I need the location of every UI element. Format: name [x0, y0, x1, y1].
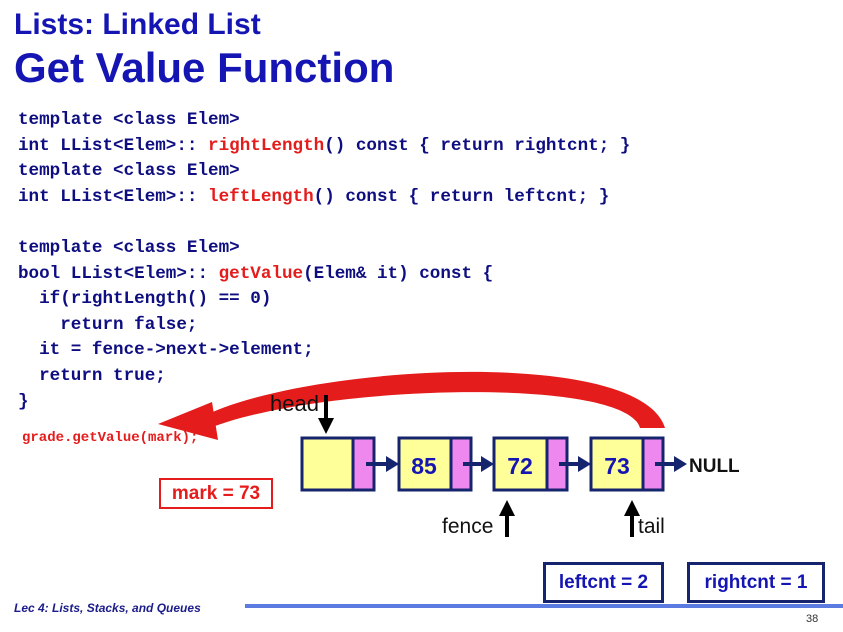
- code-line: it = fence->next->element;: [18, 340, 314, 361]
- code-line: int LList<Elem>:: rightLength() const { …: [18, 135, 631, 156]
- slide-title-line1: Lists: Linked List: [14, 8, 261, 41]
- node-value: 72: [507, 453, 533, 479]
- code-line: template <class Elem>: [18, 110, 240, 130]
- code-keyword-getValue: getValue: [218, 263, 304, 284]
- code-line: template <class Elem>: [18, 237, 240, 258]
- node-value: 73: [604, 453, 630, 479]
- slide-title-line2: Get Value Function: [14, 44, 395, 91]
- node-value: 85: [411, 453, 437, 479]
- curved-red-arrowhead: [158, 402, 218, 440]
- tail-arrow-icon: [624, 500, 640, 516]
- null-label: NULL: [689, 456, 740, 477]
- footer-text: Lec 4: Lists, Stacks, and Queues: [14, 601, 201, 615]
- code-line: if(rightLength() == 0): [18, 289, 272, 310]
- call-code-line: grade.getValue(mark);: [22, 430, 199, 446]
- code-line: int LList<Elem>:: leftLength() const { r…: [18, 186, 610, 207]
- code-keyword-rightLength: rightLength: [208, 135, 325, 156]
- mark-result-box: mark = 73: [159, 478, 273, 509]
- next-pointer-arrows: [366, 456, 687, 472]
- code-keyword-leftLength: leftLength: [208, 186, 314, 207]
- fence-arrow-icon: [499, 500, 515, 516]
- page-number: 38: [806, 613, 819, 625]
- tail-label: tail: [638, 515, 665, 538]
- footer-divider: [245, 604, 843, 608]
- rightcnt-box: rightcnt = 1: [687, 562, 825, 603]
- code-block: template <class Elem> int LList<Elem>:: …: [18, 108, 630, 415]
- head-arrow-icon: [318, 418, 334, 434]
- code-line: return false;: [18, 314, 198, 335]
- curved-red-arrow: [200, 371, 665, 430]
- leftcnt-box: leftcnt = 2: [543, 562, 664, 603]
- head-label: head: [270, 391, 319, 416]
- code-line: template <class Elem>: [18, 161, 240, 182]
- fence-label: fence: [442, 515, 493, 538]
- code-line: return true;: [18, 365, 166, 386]
- code-line: }: [18, 391, 29, 412]
- code-line: bool LList<Elem>:: getValue(Elem& it) co…: [18, 263, 494, 284]
